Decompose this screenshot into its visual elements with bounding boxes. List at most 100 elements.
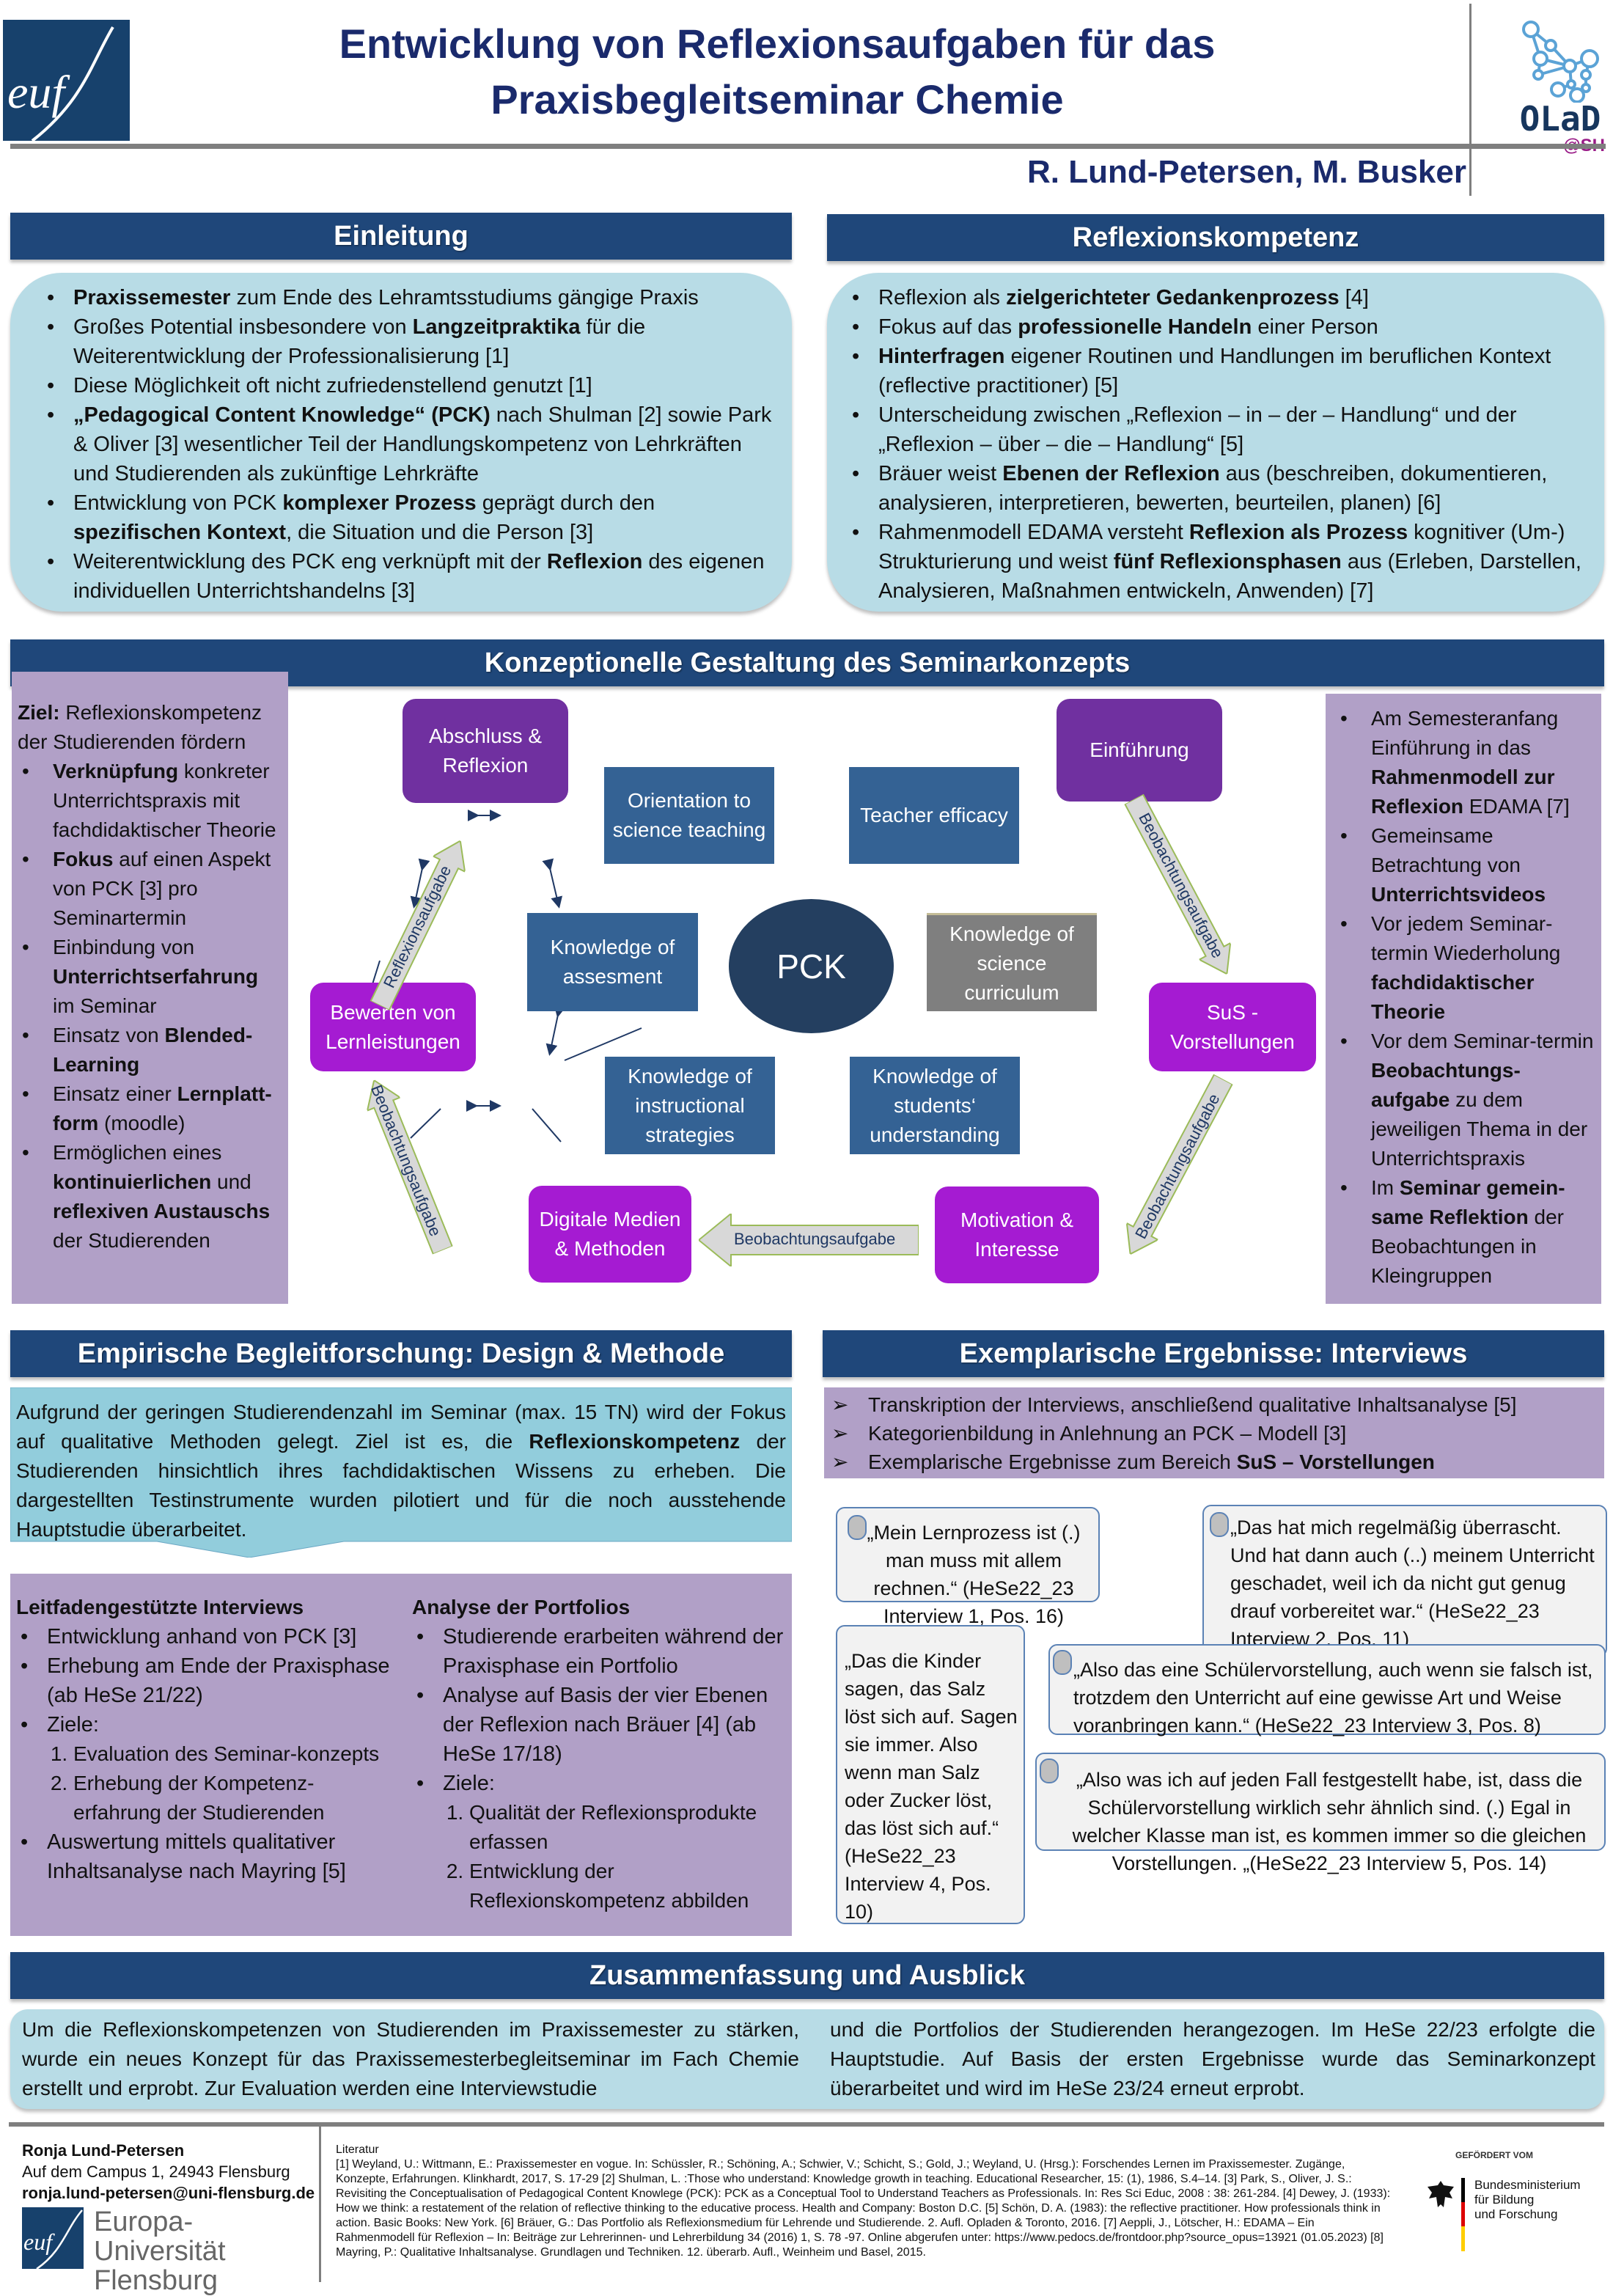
- connector-students-sus: [564, 1027, 642, 1061]
- list-item: „Pedagogical Content Knowledge“ (PCK) na…: [47, 400, 777, 488]
- list-item: Analyse auf Basis der vier Ebenen der Re…: [416, 1681, 787, 1769]
- quote-interview-5: „Also was ich auf jeden Fall festgestell…: [1035, 1753, 1606, 1874]
- list-item: Fokus auf das professionelle Handeln ein…: [852, 312, 1592, 342]
- text: des eigenen individuellen Unterrichtshan…: [73, 550, 765, 603]
- text: , die Situation und die Person [3]: [286, 521, 594, 544]
- bold-text: Unterrichtserfahrung: [53, 965, 259, 988]
- list-item: Ziele:: [416, 1769, 787, 1798]
- uni-logo: euf Europa-Universität Flensburg: [22, 2207, 315, 2295]
- text: Vor dem Seminar-termin: [1371, 1030, 1594, 1052]
- arrow-reflexionsaufgabe: Reflexionsaufgabe: [364, 833, 477, 1013]
- list-item: Vor dem Seminar-termin Beobachtungs-aufg…: [1340, 1027, 1597, 1173]
- text: Vor jedem Seminar-termin Wiederholung: [1371, 912, 1561, 964]
- ergebnisse-list: ➢Transkription der Interviews, anschließ…: [824, 1387, 1604, 1476]
- intro-text-end: der Studierenden hinsichtlich ihres fach…: [16, 1430, 786, 1541]
- text: Reflexion als: [878, 286, 1007, 309]
- list-item: ➢Transkription der Interviews, anschließ…: [831, 1390, 1604, 1419]
- text: Unterscheidung zwischen „Reflexion – in …: [878, 403, 1517, 456]
- bold-text: „Pedagogical Content Knowledge“ (PCK): [73, 403, 490, 427]
- arrow-beobachtung-top-right: Beobachtungsaufgabe: [1118, 791, 1242, 983]
- flag-stripe: [1461, 2178, 1465, 2251]
- authors: R. Lund-Petersen, M. Busker: [1026, 154, 1466, 190]
- goal-item: Erhebung der Kompetenz-erfahrung der Stu…: [73, 1769, 397, 1827]
- interviews-list: Entwicklung anhand von PCK [3] Erhebung …: [16, 1622, 397, 1739]
- literatur-text: [1] Weyland, U.: Wittmann, E.: Praxissem…: [336, 2158, 1391, 2259]
- euf-logo-small: euf: [22, 2207, 84, 2269]
- list-item: Entwicklung von PCK komplexer Prozess ge…: [47, 488, 777, 547]
- euf-logo: euf: [3, 20, 130, 141]
- text: Bräuer weist: [878, 462, 1003, 485]
- section-header-empirie: Empirische Begleitforschung: Design & Me…: [10, 1330, 792, 1377]
- text: Weiterentwicklung des PCK eng verknüpft …: [73, 550, 547, 573]
- scroll-curl-icon: [848, 1515, 867, 1540]
- quote-interview-3: „Also das eine Schülervorstellung, auch …: [1048, 1644, 1606, 1736]
- list-item: Erhebung am Ende der Praxisphase (ab HeS…: [21, 1651, 397, 1710]
- contact-block: Ronja Lund-Petersen Auf dem Campus 1, 24…: [22, 2140, 315, 2204]
- ziel-description: Reflexionskompetenz der Studierenden för…: [18, 701, 262, 753]
- reflexionskompetenz-box: Reflexion als zielgerichteter Gedankenpr…: [827, 273, 1604, 612]
- list-item: Unterscheidung zwischen „Reflexion – in …: [852, 400, 1592, 459]
- bold-text: Unterrichtsvideos: [1371, 883, 1546, 906]
- title-line-1: Entwicklung von Reflexionsaufgaben für d…: [339, 21, 1216, 67]
- quote-text: „Also das eine Schülervorstellung, auch …: [1073, 1659, 1593, 1736]
- euf-logo-icon: euf: [23, 2209, 83, 2269]
- pck-label: PCK: [776, 947, 846, 986]
- text: Im: [1371, 1176, 1400, 1199]
- network-icon: [1522, 21, 1599, 103]
- section-title: Konzeptionelle Gestaltung des Seminarkon…: [484, 647, 1131, 678]
- contact-email[interactable]: ronja.lund-petersen@uni-flensburg.de: [22, 2184, 315, 2202]
- bold-text: kontinuierlichen: [53, 1170, 212, 1193]
- text: Gemeinsame Betrachtung von: [1371, 824, 1521, 876]
- text: [4]: [1339, 286, 1369, 309]
- list-item: Entwicklung anhand von PCK [3]: [21, 1622, 397, 1651]
- svg-text:euf: euf: [23, 2229, 55, 2255]
- poster-title: Entwicklung von Reflexionsaufgaben für d…: [220, 16, 1334, 128]
- bold-text: zielgerichteter Gedankenprozess: [1006, 286, 1340, 309]
- bold-text: Praxissemester: [73, 286, 231, 309]
- einleitung-list: Praxissemester zum Ende des Lehramtsstud…: [10, 273, 792, 606]
- phase-sus: SuS - Vorstellungen: [1149, 983, 1316, 1071]
- quote-text: „Das die Kinder sagen, das Salz löst sic…: [845, 1650, 1018, 1923]
- arrow-beobachtung-bottom: Beobachtungsaufgabe: [697, 1211, 919, 1269]
- interviews-list-2: Auswertung mittels qualitativer Inhaltsa…: [16, 1827, 397, 1886]
- portfolios-column: Analyse der Portfolios Studierende erarb…: [412, 1593, 787, 1915]
- olad-wordmark: OLaD: [1519, 99, 1601, 139]
- phase-einfuehrung: Einführung: [1057, 699, 1222, 802]
- footer-vertical-divider: [319, 2122, 321, 2282]
- block-arrow-icon: [697, 1211, 919, 1269]
- component-students: Knowledge of students‘ understanding: [850, 1057, 1020, 1154]
- literatur-title: Literatur: [336, 2143, 379, 2156]
- section-title: Empirische Begleitforschung: Design & Me…: [77, 1338, 725, 1369]
- text: der Studierenden: [53, 1229, 210, 1252]
- bold-text: Fokus: [53, 848, 114, 870]
- text: auf einen Aspekt von PCK [3] pro Seminar…: [53, 848, 271, 929]
- text: Am Semesteranfang Einführung in das: [1371, 707, 1559, 759]
- connector-instructional-digitale: [410, 1108, 441, 1139]
- list-item: Praxissemester zum Ende des Lehramtsstud…: [47, 283, 777, 312]
- bold-text: professionelle Handeln: [1018, 315, 1252, 339]
- bold-text: Hinterfragen: [878, 345, 1005, 368]
- text: geprägt durch den: [476, 491, 655, 515]
- text: zu dem jeweiligen Thema in der Unterrich…: [1371, 1088, 1588, 1170]
- list-item: Verknüpfung konkreter Unterrichtspraxis …: [22, 757, 281, 845]
- text: konkreter Unterrichtspraxis mit fachdida…: [53, 760, 276, 841]
- section-title: Exemplarische Ergebnisse: Interviews: [959, 1338, 1468, 1369]
- text: Exemplarische Ergebnisse zum Bereich: [868, 1450, 1237, 1473]
- bold-text: Reflexion als Prozess: [1188, 521, 1408, 544]
- section-title: Reflexionskompetenz: [1072, 221, 1359, 253]
- funding-label: GEFÖRDERT VOM: [1455, 2150, 1534, 2160]
- text: Großes Potential insbesondere von: [73, 315, 413, 339]
- konzept-right-list: Am Semesteranfang Einführung in das Rahm…: [1336, 704, 1597, 1291]
- list-item: Am Semesteranfang Einführung in das Rahm…: [1340, 704, 1597, 821]
- section-header-reflexionskompetenz: Reflexionskompetenz: [827, 214, 1604, 261]
- title-line-2: Praxisbegleitseminar Chemie: [490, 76, 1064, 122]
- arrow-bullet-icon: ➢: [831, 1393, 849, 1416]
- quote-text: „Mein Lernprozess ist (.) man muss mit a…: [867, 1522, 1081, 1627]
- bold-text: fachdidaktischer Theorie: [1371, 971, 1535, 1023]
- intro-bold: Reflexionskompetenz: [529, 1430, 741, 1453]
- list-item: Ermöglichen eines kontinuierlichen und r…: [22, 1138, 281, 1255]
- euf-logo-icon: euf: [7, 26, 114, 141]
- text: zum Ende des Lehramtsstudiums gängige Pr…: [230, 286, 699, 309]
- scroll-curl-icon: [1210, 1512, 1229, 1537]
- text: Entwicklung von PCK: [73, 491, 283, 515]
